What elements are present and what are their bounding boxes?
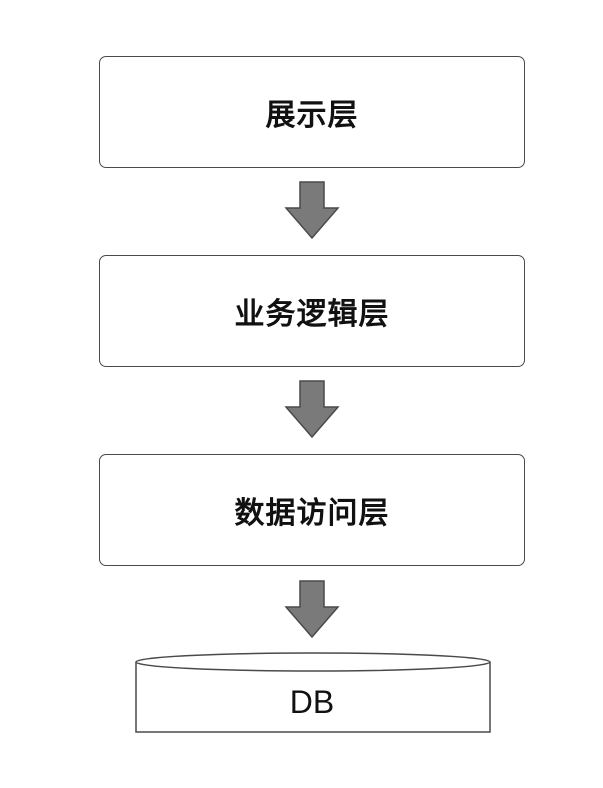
down-arrow-icon: [282, 379, 342, 439]
down-arrow-icon: [282, 579, 342, 639]
business-logic-layer-label: 业务逻辑层: [235, 289, 390, 333]
business-logic-layer-box: 业务逻辑层: [99, 255, 525, 367]
database-label: DB: [134, 672, 490, 732]
presentation-layer-box: 展示层: [99, 56, 525, 168]
data-access-layer-label: 数据访问层: [235, 488, 390, 532]
data-access-layer-box: 数据访问层: [99, 454, 525, 566]
down-arrow-icon: [282, 180, 342, 240]
presentation-layer-label: 展示层: [266, 90, 359, 134]
